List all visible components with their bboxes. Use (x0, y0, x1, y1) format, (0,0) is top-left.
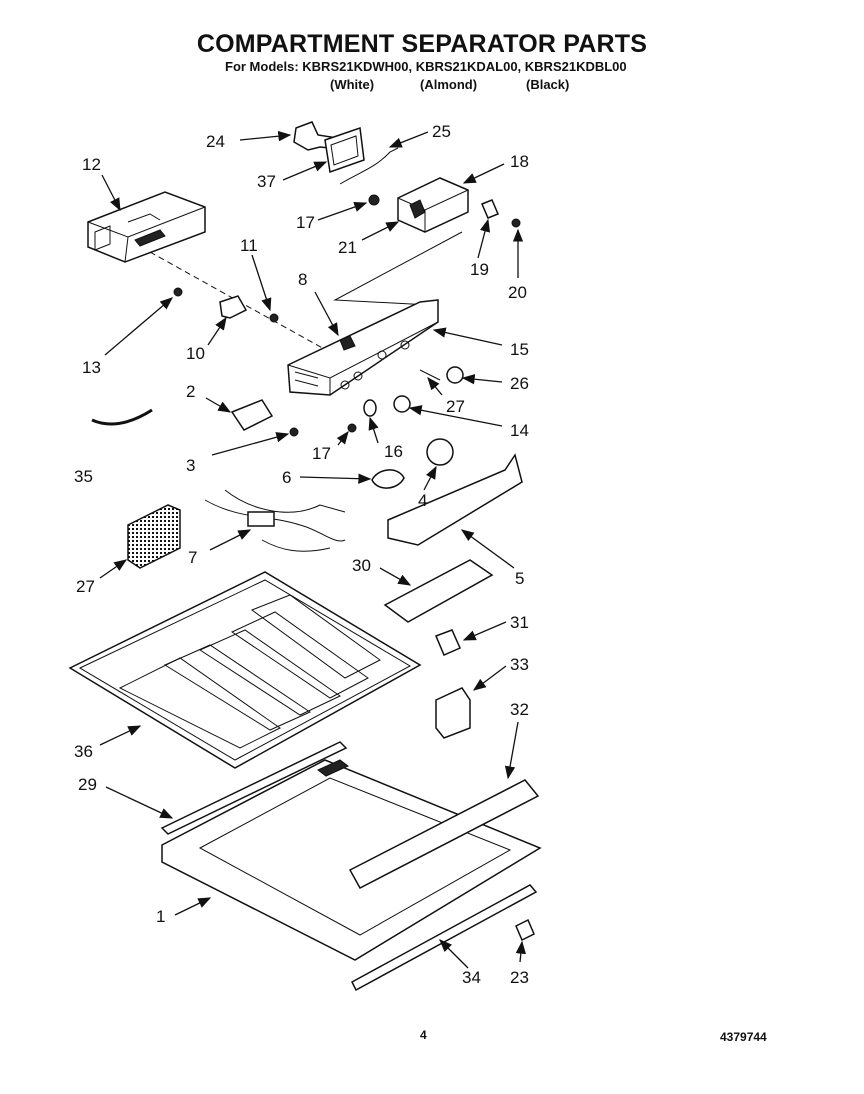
part-24 (446, 366, 464, 384)
part-18-housing (397, 177, 469, 233)
part-23-wire (339, 147, 399, 185)
part-33-rail (351, 884, 538, 992)
callout: 25 (432, 122, 451, 141)
callout: 1 (156, 907, 165, 926)
part-26 (515, 918, 535, 942)
callout: 20 (508, 283, 527, 302)
part-27-filter (127, 504, 181, 569)
part-29-rail (160, 741, 348, 835)
part-17-screw (368, 194, 380, 206)
part-19 (481, 199, 499, 219)
callout: 7 (188, 548, 197, 567)
part-1-frame (161, 759, 542, 961)
callout: 31 (510, 613, 529, 632)
part-7-clip (339, 335, 356, 351)
part-35-shelf (68, 571, 422, 769)
callout: 33 (510, 655, 529, 674)
callout: 8 (298, 270, 307, 289)
callout: 5 (515, 569, 524, 588)
part-13-screw (173, 287, 183, 297)
callout: 11 (240, 236, 258, 255)
callout: 2 (186, 382, 195, 401)
callout: 36 (74, 742, 93, 761)
color-almond: (Almond) (420, 77, 478, 92)
callout: 23 (510, 968, 529, 987)
callout: 21 (338, 238, 357, 257)
callout: 37 (257, 172, 276, 191)
callout: 30 (352, 556, 371, 575)
part-8-harness (204, 489, 346, 552)
callout: 3 (186, 456, 195, 475)
page-number: 4 (420, 1028, 427, 1042)
part-2 (230, 399, 274, 431)
callout: 17 (312, 444, 331, 463)
part-4-bulb (426, 438, 454, 466)
callout: 6 (282, 468, 291, 487)
callout: 27 (446, 397, 465, 416)
color-white: (White) (330, 77, 375, 92)
part-16 (363, 399, 377, 417)
part-36-tube (91, 408, 153, 426)
callout: 14 (510, 421, 529, 440)
model-list: For Models: KBRS21KDWH00, KBRS21KDAL00, … (225, 59, 627, 74)
callout: 29 (78, 775, 97, 794)
part-32-trim (348, 779, 540, 890)
callout: 19 (470, 260, 489, 279)
callout: 35 (74, 467, 93, 486)
callout: 32 (510, 700, 529, 719)
document-number: 4379744 (720, 1030, 767, 1044)
part-15-panel (287, 299, 439, 396)
part-12-housing (87, 191, 206, 263)
part-20-screw (511, 218, 521, 228)
page-title: COMPARTMENT SEPARATOR PARTS (196, 30, 648, 58)
callout: 17 (296, 213, 315, 232)
part-6-lens (371, 469, 405, 489)
part-5-cover (387, 453, 523, 546)
callout: 4 (418, 491, 427, 510)
part-11-screw (269, 313, 279, 323)
part-34 (435, 687, 471, 739)
callout: 16 (384, 442, 403, 461)
part-10-switch (219, 295, 248, 319)
callout: 24 (206, 132, 225, 151)
callout: 13 (82, 358, 101, 377)
callout: 18 (510, 152, 529, 171)
callout: 12 (82, 155, 101, 174)
part-31 (435, 629, 461, 656)
part-25 (419, 369, 441, 381)
part-3-screw (289, 427, 299, 437)
callout: 10 (186, 344, 205, 363)
part-37-gasket (324, 126, 365, 174)
color-black: (Black) (526, 77, 570, 92)
callout: 34 (462, 968, 481, 987)
callout: 15 (510, 340, 529, 359)
part-17-screw-lower (347, 423, 357, 433)
leader-lines (99, 130, 527, 969)
callout: 27 (76, 577, 95, 596)
callout-labels: 24 25 37 12 18 17 21 19 20 11 8 13 10 15… (74, 122, 529, 987)
part-30 (383, 559, 494, 623)
callout: 26 (510, 374, 529, 393)
part-14 (393, 395, 411, 413)
